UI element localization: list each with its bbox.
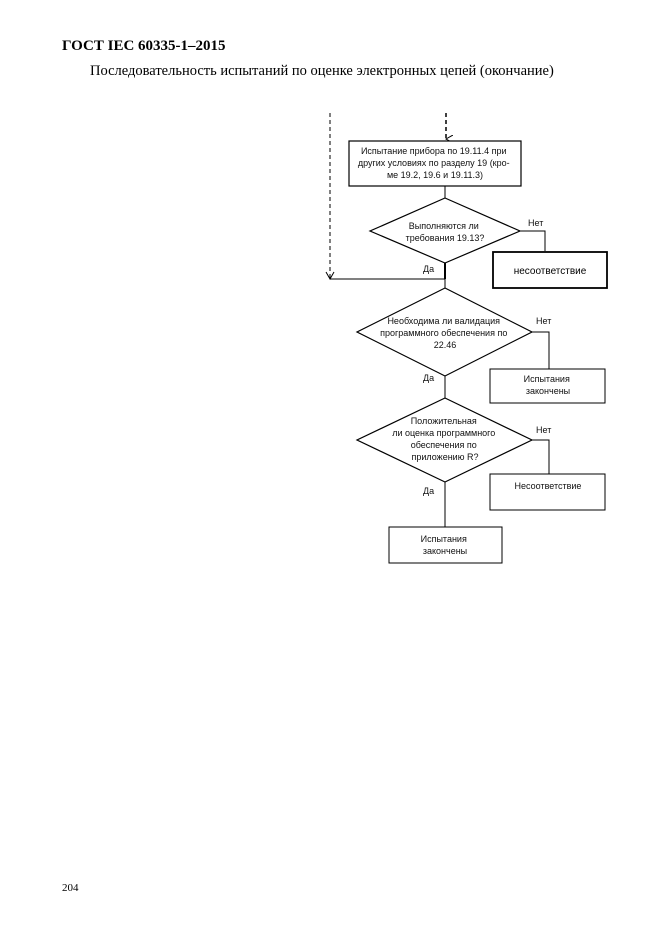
no-label-1: Нет: [528, 218, 543, 228]
tests-finished-box-1: [489, 368, 606, 404]
no-branch-line-2: [532, 331, 550, 369]
decision-3-line-1: Положительная: [411, 416, 477, 426]
yes-label-3: Да: [423, 486, 434, 496]
test-box-line-1: Испытание прибора по 19.11.4 при: [361, 146, 507, 156]
tests-finished-1-line-1: Испытания: [524, 374, 570, 384]
decision-1-line-1: Выполняются ли: [409, 221, 479, 231]
tests-finished-text-1: Испытания закончены: [524, 374, 573, 396]
no-label-3: Нет: [536, 425, 551, 435]
nonconformity-text-1: несоответствие: [514, 266, 587, 277]
nonconformity-box-2: [489, 473, 606, 511]
decision-2-line-3: 22.46: [434, 340, 457, 350]
nonconformity-text-2: Несоответствие: [515, 481, 582, 491]
no-branch-line-1: [520, 230, 546, 251]
no-label-2: Нет: [536, 316, 551, 326]
page-number: 204: [62, 882, 79, 894]
test-box-line-3: ме 19.2, 19.6 и 19.11.3): [387, 170, 483, 180]
standard-title: ГОСТ IEC 60335-1–2015: [62, 38, 226, 54]
yes-label-1: Да: [423, 264, 434, 274]
tests-finished-1-line-2: закончены: [526, 386, 570, 396]
test-box: [348, 140, 522, 187]
test-box-line-2: других условиях по разделу 19 (кро-: [358, 158, 510, 168]
tests-finished-text-2: Испытания закончены: [421, 534, 470, 556]
decision-1-line-2: требования 19.13?: [406, 233, 485, 243]
tests-finished-2-line-2: закончены: [423, 546, 467, 556]
test-box-text: Испытание прибора по 19.11.4 при других …: [358, 146, 512, 180]
nonconformity-box-1: [492, 251, 608, 289]
tests-finished-2-line-1: Испытания: [421, 534, 467, 544]
yes-label-2: Да: [423, 373, 434, 383]
figure-subtitle: Последовательность испытаний по оценке э…: [90, 63, 554, 79]
decision-2-text: Необходима ли валидация программного обе…: [380, 316, 510, 350]
decision-2-line-1: Необходима ли валидация: [387, 316, 500, 326]
tests-finished-box-2: [388, 526, 503, 564]
no-branch-line-3: [532, 439, 550, 474]
decision-3-line-4: приложению R?: [412, 452, 479, 462]
decision-3-line-3: обеспечения по: [411, 440, 477, 450]
decision-2-line-2: программного обеспечения по: [380, 328, 507, 338]
decision-1-text: Выполняются ли требования 19.13?: [406, 221, 485, 243]
decision-3-line-2: ли оценка программного: [392, 428, 495, 438]
decision-3-text: Положительная ли оценка программного обе…: [392, 416, 498, 462]
